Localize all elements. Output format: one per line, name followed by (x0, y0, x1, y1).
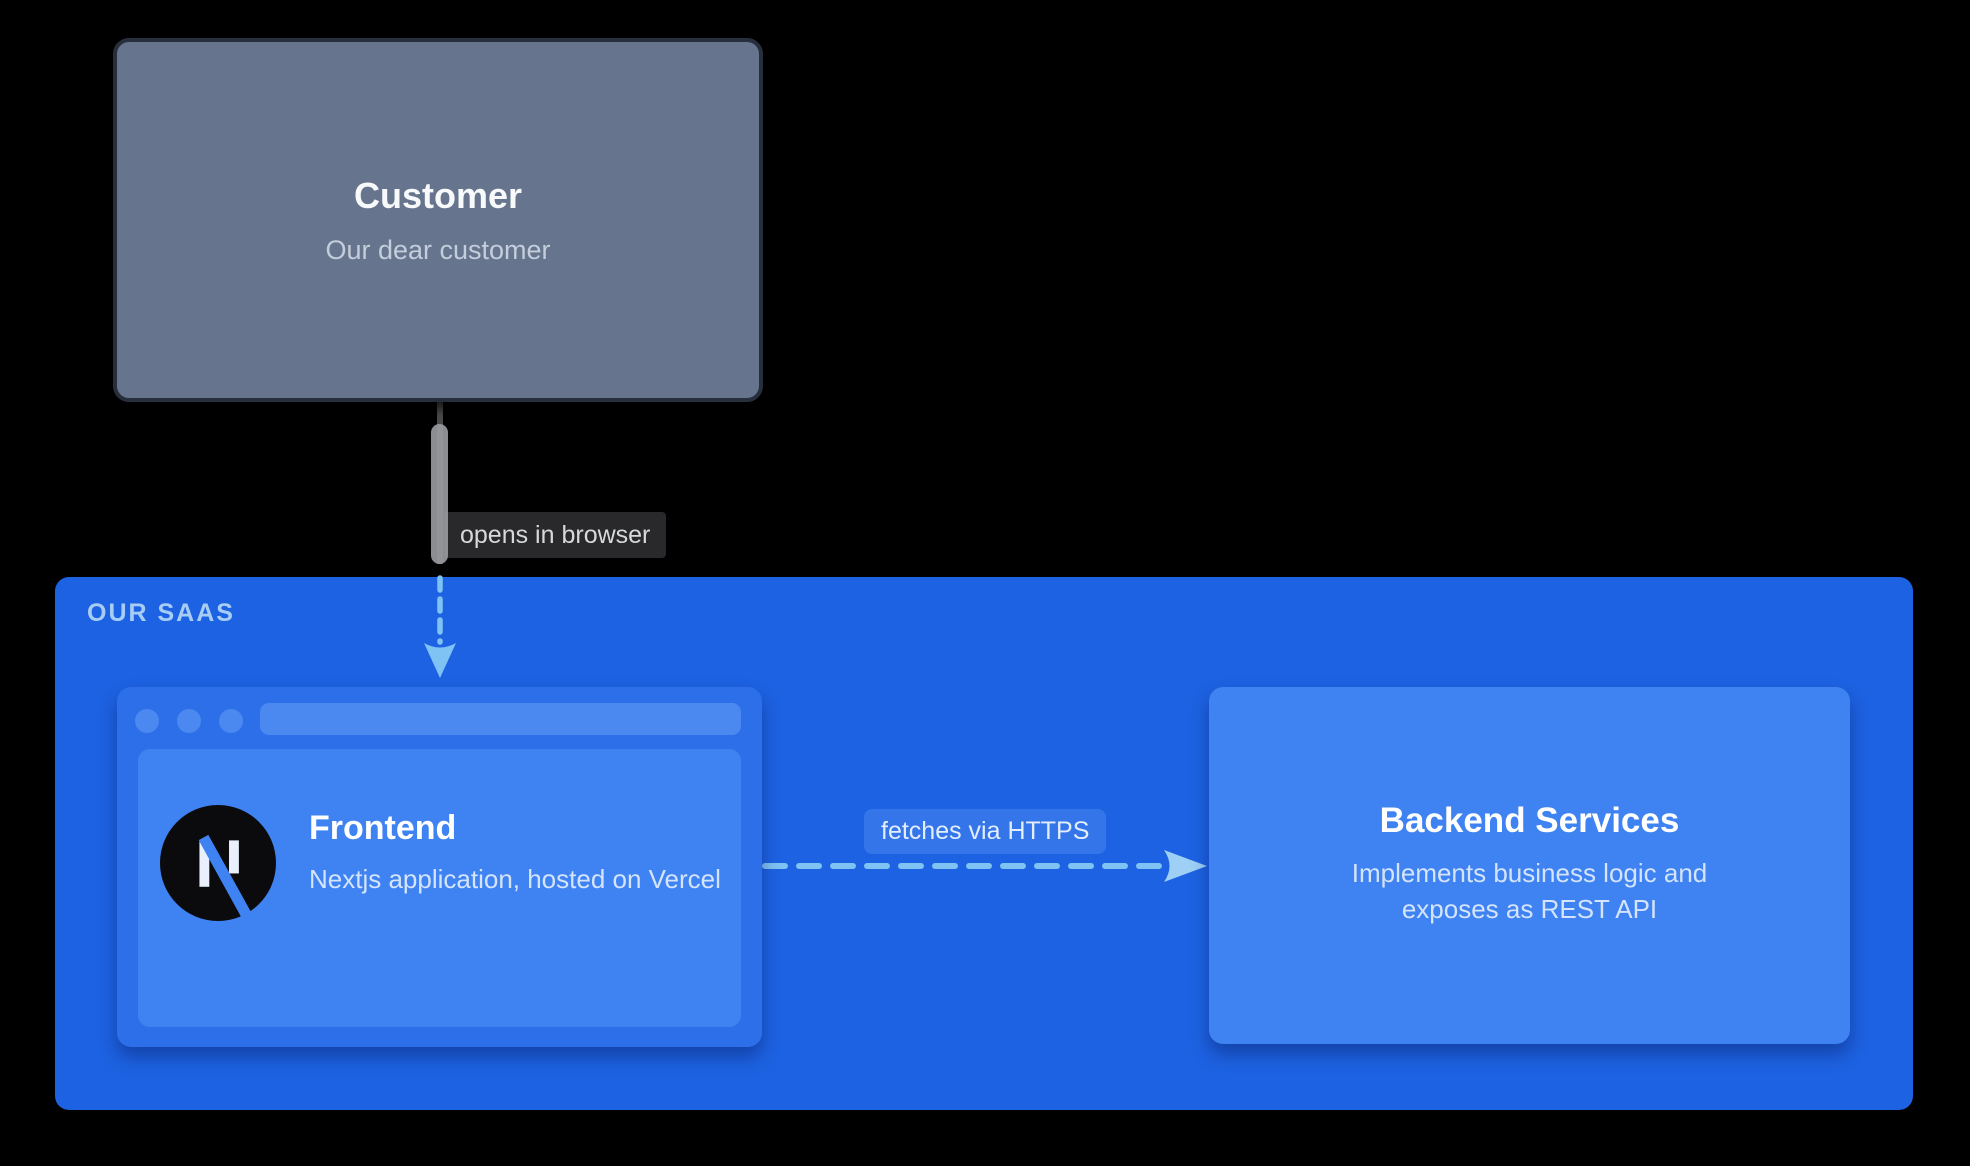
window-dot-icon (219, 709, 243, 733)
edge-label-fetches-via-https: fetches via HTTPS (864, 809, 1107, 854)
down-arrow-icon (424, 575, 456, 678)
right-arrow-icon (762, 850, 1207, 882)
frontend-subtitle: Nextjs application, hosted on Vercel (309, 864, 721, 894)
backend-node[interactable]: Backend Services Implements business log… (1209, 687, 1850, 1044)
edge-label-opens-in-browser: opens in browser (444, 512, 667, 558)
backend-title: Backend Services (1379, 800, 1680, 840)
browser-address-bar (260, 703, 741, 735)
frontend-content-panel: Frontend Nextjs application, hosted on V… (138, 749, 741, 1027)
saas-group-label: OUR SAAS (87, 599, 235, 627)
window-dot-icon (177, 709, 201, 733)
window-dot-icon (135, 709, 159, 733)
backend-subtitle: Implements business logic and exposes as… (1351, 857, 1708, 924)
customer-node[interactable]: Customer Our dear customer (113, 38, 763, 402)
frontend-node[interactable]: Frontend Nextjs application, hosted on V… (117, 687, 762, 1047)
customer-title: Customer (353, 174, 523, 216)
frontend-text-block: Frontend Nextjs application, hosted on V… (309, 805, 721, 897)
nextjs-icon (160, 805, 276, 921)
customer-frontend-edge-highlight (431, 424, 448, 564)
frontend-title: Frontend (309, 809, 457, 847)
customer-subtitle: Our dear customer (325, 234, 551, 265)
